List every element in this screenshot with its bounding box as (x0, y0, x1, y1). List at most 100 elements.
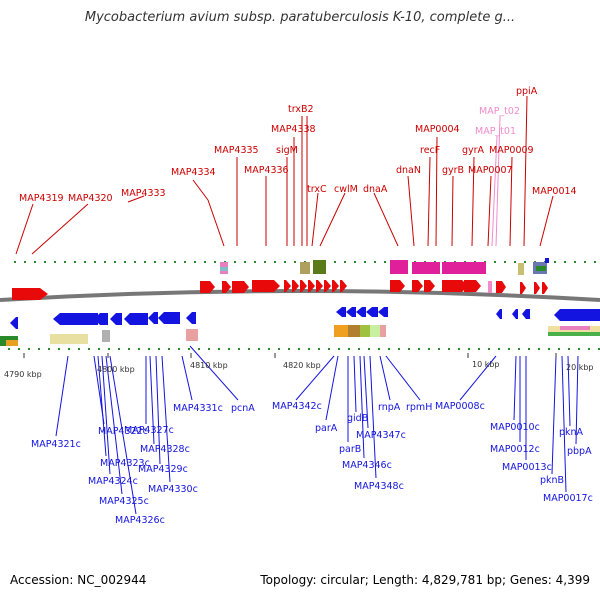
gene-arrow (442, 280, 468, 292)
gene-label-reverse[interactable]: MAP4348c (354, 481, 404, 492)
gene-label-reverse[interactable]: rnpA (378, 402, 401, 413)
gene-label-forward[interactable]: trxC (307, 184, 327, 195)
gene-label-reverse[interactable]: parA (315, 423, 338, 434)
gene-label-reverse[interactable]: MAP0008c (435, 401, 485, 412)
gene-label-forward[interactable]: MAP_t01 (475, 126, 516, 137)
gene-arrow (424, 280, 435, 292)
bottom-leader-lines (55, 345, 579, 515)
gene-arrow (512, 309, 518, 319)
gene-arrow (12, 288, 48, 300)
gene-arrow (308, 280, 315, 292)
gene-label-reverse[interactable]: parB (339, 444, 361, 455)
gene-label-reverse[interactable]: MAP4328c (140, 444, 190, 455)
gene-label-reverse[interactable]: MAP0017c (543, 493, 593, 504)
top-leader-lines (15, 95, 554, 255)
gene-label-reverse[interactable]: MAP4331c (173, 403, 223, 414)
genome-stats-text: Topology: circular; Length: 4,829,781 bp… (260, 573, 590, 587)
gene-label-reverse[interactable]: MAP4326c (115, 515, 165, 526)
gene-label-reverse[interactable]: MAP4321c (31, 439, 81, 450)
gene-label-reverse[interactable]: MAP0012c (490, 444, 540, 455)
gene-label-forward[interactable]: ppiA (516, 86, 538, 97)
gene-label-reverse[interactable]: pknB (540, 475, 564, 486)
gene-arrow (222, 281, 231, 293)
gene-label-forward[interactable]: dnaN (396, 165, 421, 176)
gene-arrow (542, 282, 548, 294)
gene-arrow (520, 282, 526, 294)
gene-label-reverse[interactable]: MAP4323c (100, 458, 150, 469)
scale-tick-label: 4810 kbp (190, 361, 228, 370)
gene-arrow (496, 309, 502, 319)
gene-label-forward[interactable]: MAP4319 (19, 193, 64, 204)
gene-arrow (332, 280, 339, 292)
gene-label-reverse[interactable]: MAP4324c (88, 476, 138, 487)
gene-label-reverse[interactable]: MAP4325c (99, 496, 149, 507)
gene-label-forward[interactable]: recF (420, 145, 440, 156)
genome-backbone (0, 289, 600, 302)
gene-arrow (158, 312, 180, 324)
gene-label-forward[interactable]: MAP4320 (68, 193, 113, 204)
gene-label-forward[interactable]: gyrA (462, 145, 485, 156)
gene-arrow (232, 281, 249, 293)
gene-label-reverse[interactable]: pknA (559, 427, 584, 438)
gene-label-forward[interactable]: MAP4336 (244, 165, 289, 176)
gene-arrow (496, 281, 506, 293)
gene-label-reverse[interactable]: MAP4327c (124, 425, 174, 436)
gene-arrow (346, 307, 356, 317)
gene-label-forward[interactable]: sigM (276, 145, 298, 156)
gene-label-forward[interactable]: MAP4334 (171, 167, 216, 178)
gene-arrow (340, 280, 347, 292)
gene-label-reverse[interactable]: MAP4322c (98, 426, 148, 437)
gene-label-reverse[interactable]: MAP4342c (272, 401, 322, 412)
genome-title: Mycobacterium avium subsp. paratuberculo… (84, 10, 516, 25)
gene-arrow (554, 309, 600, 321)
gene-arrow (124, 313, 148, 325)
gene-label-forward[interactable]: MAP4335 (214, 145, 259, 156)
gene-label-forward[interactable]: dnaA (363, 184, 388, 195)
gene-arrow (412, 280, 423, 292)
gene-label-forward[interactable]: MAP0009 (489, 145, 534, 156)
gene-label-reverse[interactable]: pcnA (231, 403, 255, 414)
gene-label-forward[interactable]: cwlM (334, 184, 358, 195)
gene-arrow (300, 280, 307, 292)
gene-label-reverse[interactable]: MAP4329c (138, 464, 188, 475)
gene-arrow (284, 280, 291, 292)
gene-label-forward[interactable]: gyrB (442, 165, 464, 176)
gene-arrow (148, 312, 158, 324)
rna-gene (488, 281, 492, 293)
gene-label-forward[interactable]: MAP0007 (468, 165, 513, 176)
scale-tick-label: 4800 kbp (97, 365, 135, 374)
gene-label-reverse[interactable]: MAP0010c (490, 422, 540, 433)
gene-arrow (534, 282, 540, 294)
gene-label-reverse[interactable]: MAP4347c (356, 430, 406, 441)
gene-arrow (366, 307, 378, 317)
gene-label-forward[interactable]: MAP4333 (121, 188, 166, 199)
gene-arrow (464, 280, 481, 292)
gene-arrow (200, 281, 215, 293)
gene-label-reverse[interactable]: gidB (347, 413, 368, 424)
gene-label-forward[interactable]: MAP4338 (271, 124, 316, 135)
gene-arrow (53, 313, 98, 325)
gene-label-reverse[interactable]: rpmH (406, 402, 432, 413)
accession-text: Accession: NC_002944 (10, 573, 147, 587)
scale-ticks (23, 353, 557, 358)
gene-label-forward[interactable]: trxB2 (288, 104, 314, 115)
scale-tick-label: 10 kbp (472, 360, 500, 369)
gene-label-reverse[interactable]: MAP0013c (502, 462, 552, 473)
gene-label-reverse[interactable]: MAP4330c (148, 484, 198, 495)
reverse-genes (10, 307, 600, 329)
gene-label-forward[interactable]: MAP0004 (415, 124, 460, 135)
gene-label-forward[interactable]: MAP0014 (532, 186, 577, 197)
gene-arrow (522, 309, 530, 319)
rna-leader-lines (491, 115, 501, 247)
gene-arrow (110, 313, 122, 325)
scale-tick-label: 4790 kbp (4, 370, 42, 379)
gene-arrow (378, 307, 388, 317)
gene-arrow (94, 313, 108, 325)
gene-label-reverse[interactable]: MAP4346c (342, 460, 392, 471)
gene-arrow (390, 280, 405, 292)
reverse-features (0, 325, 600, 346)
gene-label-reverse[interactable]: pbpA (567, 446, 592, 457)
gene-label-forward[interactable]: MAP_t02 (479, 106, 520, 117)
gene-arrow (336, 307, 346, 317)
